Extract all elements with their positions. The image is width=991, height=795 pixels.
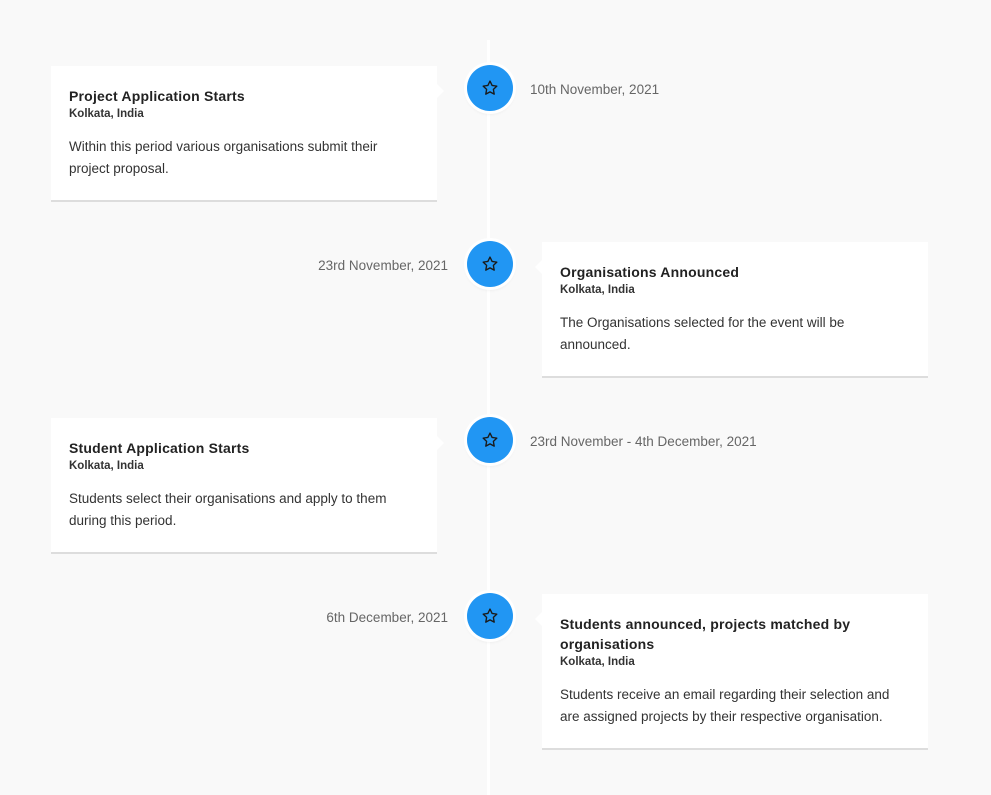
timeline-card: Students announced, projects matched by … (535, 594, 928, 748)
star-icon (482, 432, 498, 447)
event-title: Student Application Starts (69, 440, 250, 456)
event-description: The Organisations selected for the event… (560, 315, 845, 352)
event-description: Students receive an email regarding thei… (560, 687, 890, 724)
timeline-marker (467, 65, 513, 111)
event-date: 10th November, 2021 (530, 82, 660, 97)
timeline-card: Student Application Starts Kolkata, Indi… (51, 418, 444, 552)
event-description: Within this period various organisations… (69, 139, 378, 176)
star-icon (482, 608, 498, 623)
event-description: Students select their organisations and … (69, 491, 387, 528)
timeline-card: Project Application Starts Kolkata, Indi… (51, 66, 444, 200)
timeline-marker (467, 241, 513, 287)
timeline-marker (467, 593, 513, 639)
event-date: 23rd November - 4th December, 2021 (530, 434, 757, 449)
event-title: Organisations Announced (560, 264, 740, 280)
event-location: Kolkata, India (560, 284, 635, 296)
event-date: 23rd November, 2021 (318, 258, 448, 273)
event-location: Kolkata, India (69, 460, 144, 472)
event-date: 6th December, 2021 (326, 610, 448, 625)
star-icon (482, 256, 498, 271)
event-location: Kolkata, India (69, 108, 144, 120)
event-location: Kolkata, India (560, 656, 635, 668)
event-title: Project Application Starts (69, 88, 245, 104)
timeline-marker (467, 417, 513, 463)
star-icon (482, 80, 498, 95)
timeline-card: Organisations Announced Kolkata, India T… (535, 242, 928, 376)
event-title: Students announced, projects matched by … (560, 616, 851, 652)
